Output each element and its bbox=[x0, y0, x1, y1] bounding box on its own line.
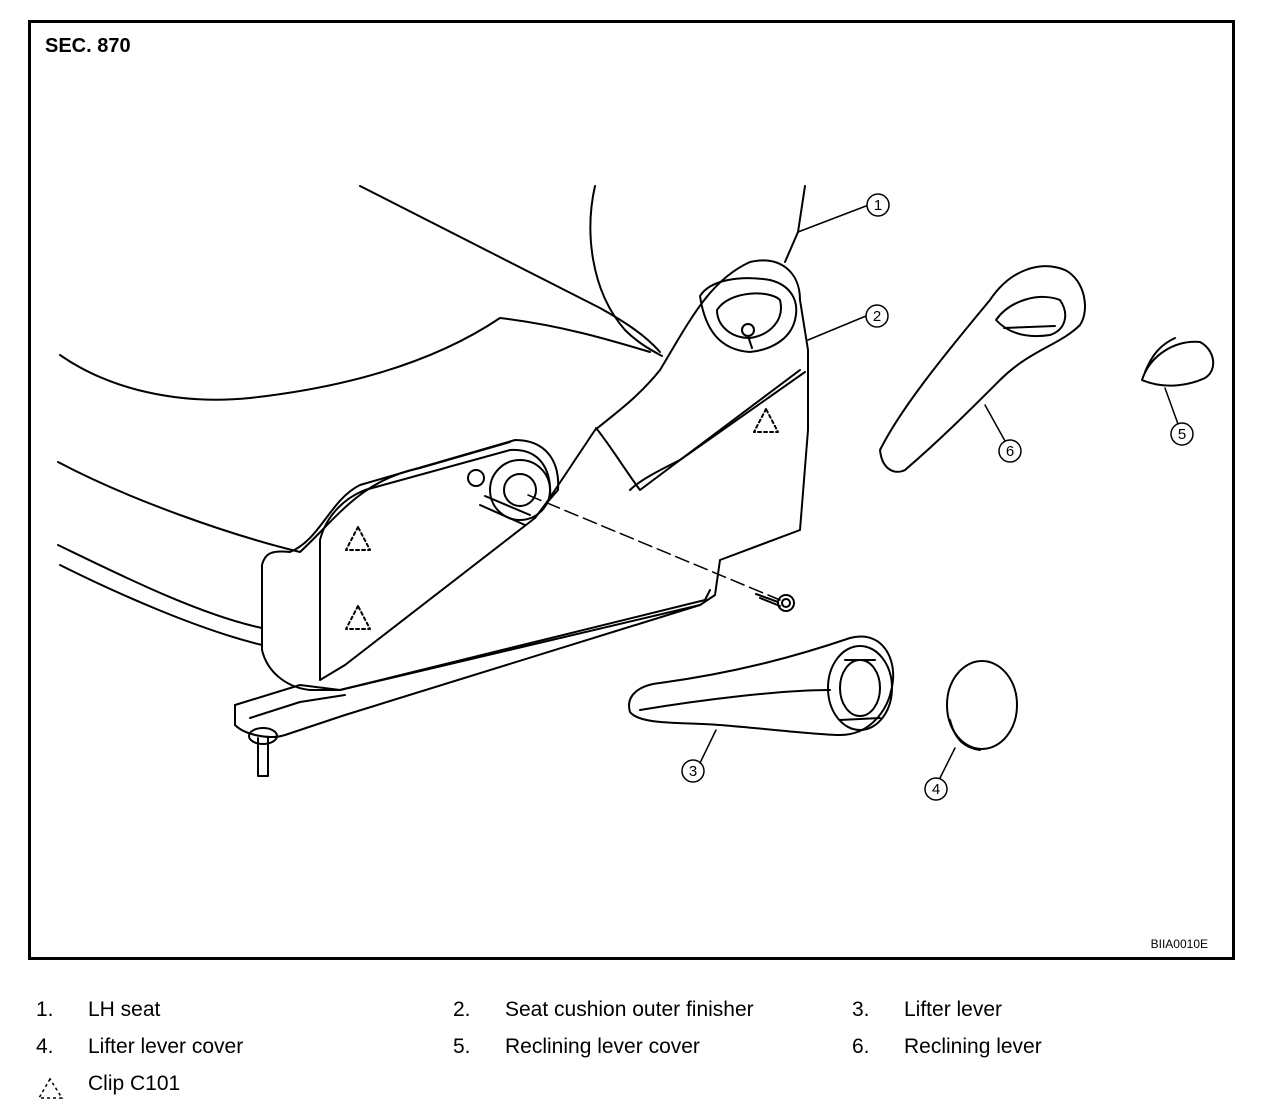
callout-4: 4 bbox=[932, 781, 940, 798]
callout-circles bbox=[681, 193, 1194, 801]
callout-6-circle bbox=[998, 439, 1022, 463]
clip-triangle-icon bbox=[345, 605, 371, 630]
seat-rail bbox=[234, 589, 711, 777]
clip-marks bbox=[345, 408, 779, 630]
callout-4-circle bbox=[924, 777, 948, 801]
screw bbox=[527, 494, 795, 612]
reclining-lever-cover bbox=[1141, 340, 1215, 387]
section-label: SEC. 870 bbox=[45, 35, 131, 57]
callout-6: 6 bbox=[1006, 443, 1014, 460]
callout-1: 1 bbox=[874, 197, 882, 214]
clip-triangle-icon bbox=[345, 526, 371, 551]
callout-3: 3 bbox=[689, 763, 697, 780]
callout-1-circle bbox=[866, 193, 890, 217]
lifter-lever-cover bbox=[946, 660, 1018, 750]
figure-code: BIIA0010E bbox=[1150, 937, 1208, 951]
callout-2-circle bbox=[865, 304, 889, 328]
callout-5-circle bbox=[1170, 422, 1194, 446]
callout-2: 2 bbox=[873, 308, 881, 325]
callout-5: 5 bbox=[1178, 426, 1186, 443]
outer-finisher bbox=[261, 259, 809, 691]
seat-back bbox=[359, 185, 806, 357]
callout-3-circle bbox=[681, 759, 705, 783]
leader-lines bbox=[699, 205, 1179, 779]
clip-triangle-icon bbox=[753, 408, 779, 433]
diagram-frame: SEC. 870 BIIA0010E bbox=[28, 20, 1235, 960]
lifter-lever bbox=[628, 635, 895, 736]
reclining-lever bbox=[879, 265, 1086, 473]
